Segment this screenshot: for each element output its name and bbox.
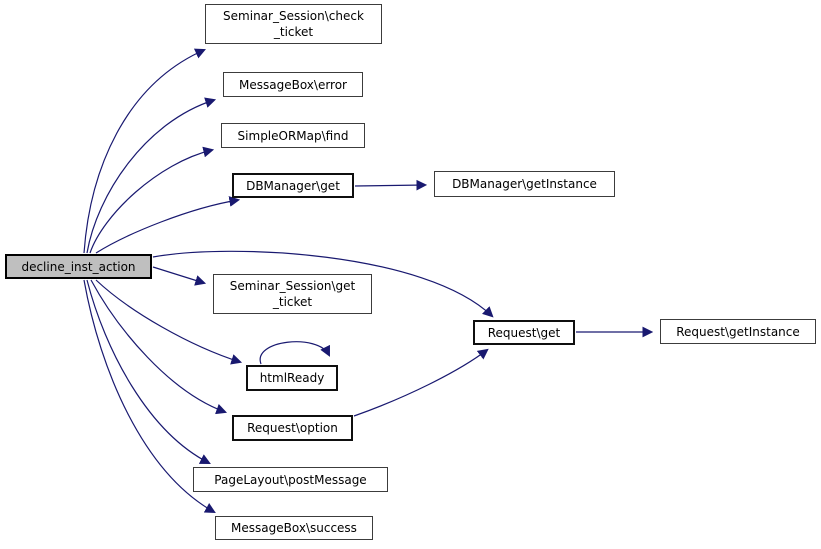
node-label: htmlReady [259, 371, 325, 385]
edge-decline-to-dbmanager-get [95, 196, 241, 254]
node-dbmanager-getinstance[interactable]: DBManager\getInstance [434, 171, 615, 197]
node-label: Request\get [487, 325, 561, 340]
node-label: DBManager\getInstance [452, 177, 597, 191]
node-label: Request\getInstance [676, 324, 800, 339]
node-request-getinstance[interactable]: Request\getInstance [660, 319, 816, 344]
node-seminar-session-check-ticket[interactable]: Seminar_Session\check _ticket [205, 4, 382, 44]
node-label-line2: _ticket [272, 295, 313, 309]
node-messagebox-error[interactable]: MessageBox\error [223, 72, 363, 97]
node-label: MessageBox\success [231, 521, 357, 535]
node-seminar-session-get-ticket[interactable]: Seminar_Session\get _ticket [213, 274, 372, 314]
node-label: MessageBox\error [239, 77, 347, 92]
node-label-line1: Seminar_Session\get [229, 279, 356, 293]
edge-decline-to-htmlready [95, 279, 243, 365]
edge-request-option-to-request-get [353, 348, 489, 417]
edge-decline-to-simpleormap-find [89, 146, 215, 254]
edge-decline-to-request-get [152, 250, 494, 318]
edge-decline-to-get-ticket [152, 266, 207, 286]
node-request-get[interactable]: Request\get [473, 320, 575, 345]
node-label: PageLayout\postMessage [214, 472, 367, 487]
edge-htmlready-self-loop [259, 341, 330, 365]
edge-decline-to-messagebox-error [86, 97, 217, 254]
node-pagelayout-postmessage[interactable]: PageLayout\postMessage [193, 467, 388, 492]
node-htmlready[interactable]: htmlReady [246, 365, 338, 391]
node-decline-inst-action[interactable]: decline_inst_action [5, 254, 152, 279]
edge-decline-to-postmessage [86, 279, 211, 464]
node-messagebox-success[interactable]: MessageBox\success [215, 516, 373, 540]
node-label: decline_inst_action [21, 259, 136, 274]
node-dbmanager-get[interactable]: DBManager\get [232, 173, 354, 198]
node-label: SimpleORMap\find [237, 128, 349, 143]
node-label-line2: _ticket [273, 25, 314, 39]
node-label-line1: Seminar_Session\check [223, 9, 364, 23]
edge-decline-to-success [83, 279, 216, 514]
edge-dbmanager-get-to-getinstance [354, 179, 428, 191]
node-simpleormap-find[interactable]: SimpleORMap\find [221, 123, 365, 148]
node-request-option[interactable]: Request\option [232, 415, 353, 441]
node-label: Request\option [247, 421, 338, 435]
node-label: DBManager\get [246, 178, 340, 193]
edge-decline-to-check-ticket [83, 48, 206, 254]
edge-decline-to-request-option [90, 279, 228, 415]
